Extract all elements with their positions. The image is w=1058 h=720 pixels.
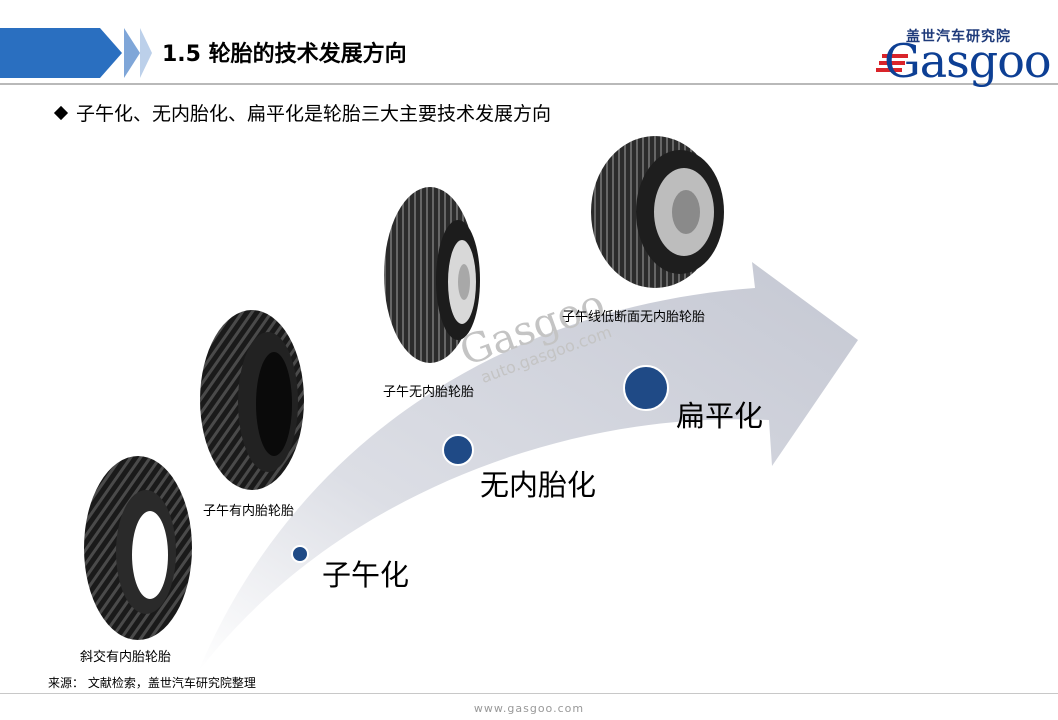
tire-label-low-profile: 子午线低断面无内胎轮胎 [562, 310, 706, 325]
stage-dot-radial [291, 545, 309, 563]
page-title: 1.5 轮胎的技术发展方向 [162, 42, 407, 67]
tire-low-profile-image [591, 136, 724, 288]
tire-radial-tubeless-image [384, 187, 480, 363]
source-note: 来源： 文献检索，盖世汽车研究院整理 [48, 676, 256, 690]
logo-stripes-icon [876, 54, 908, 72]
stage-label-tubeless: 无内胎化 [480, 468, 597, 502]
logo-en-text: Gasgoo [884, 34, 1052, 88]
stage-dot-tubeless [442, 434, 474, 466]
footer-url: www.gasgoo.com [473, 702, 585, 715]
header-chevron-3 [140, 28, 152, 78]
footer-divider [0, 693, 1058, 694]
tire-label-bias-tube: 斜交有内胎轮胎 [80, 650, 172, 665]
progress-arrow [198, 262, 858, 672]
stage-label-radial: 子午化 [322, 558, 410, 592]
bullet-text: 子午化、无内胎化、扁平化是轮胎三大主要技术发展方向 [76, 103, 552, 125]
stage-dot-low-profile [623, 365, 669, 411]
tire-bias-tube-image [84, 456, 192, 640]
stage-label-low-profile: 扁平化 [676, 399, 764, 433]
header-chevron-2 [124, 28, 140, 78]
bullet-point: 子午化、无内胎化、扁平化是轮胎三大主要技术发展方向 [52, 99, 551, 126]
tire-label-radial-tube: 子午有内胎轮胎 [203, 504, 295, 519]
header-band [0, 28, 100, 78]
header-chevron-1 [100, 28, 122, 78]
tire-radial-tube-image [200, 310, 304, 490]
logo-cn-text: 盖世汽车研究院 [906, 29, 1011, 45]
tire-label-radial-tubeless: 子午无内胎轮胎 [383, 385, 475, 400]
header-divider [0, 83, 1058, 85]
